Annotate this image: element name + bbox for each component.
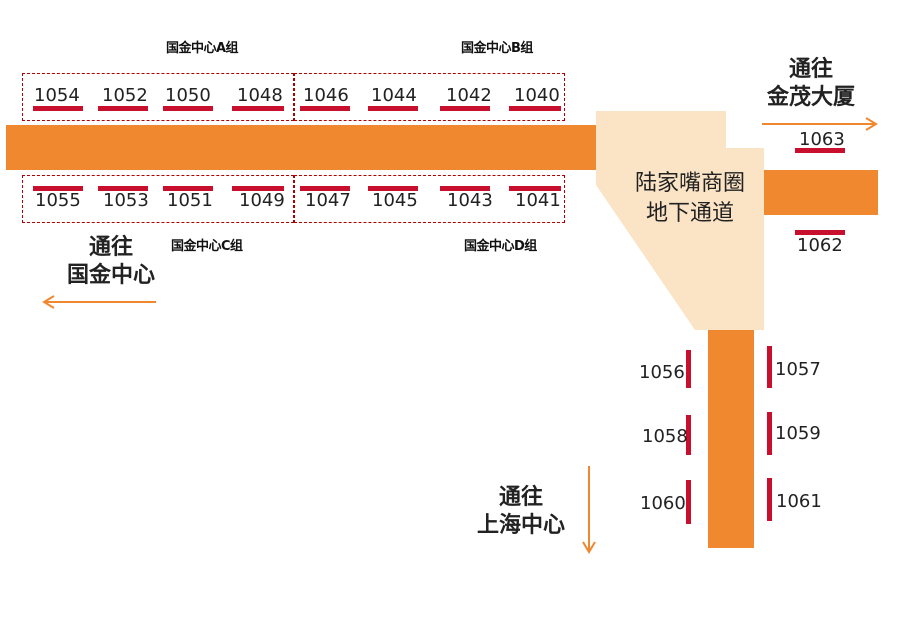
exit-marker [98, 186, 148, 191]
group-a-label: 国金中心A组 [166, 41, 239, 56]
exit-label-south-right: 1057 [775, 359, 821, 380]
exit-label-bottom: 1041 [515, 190, 561, 211]
exit-marker [163, 186, 213, 191]
exit-label-top: 1044 [371, 85, 417, 106]
exit-marker [686, 480, 691, 524]
exit-label-south-left: 1060 [640, 493, 686, 514]
direction-south-line2: 上海中心 [476, 513, 565, 538]
exit-label-bottom: 1055 [35, 190, 81, 211]
hall-label: 陆家嘴商圈 地下通道 [597, 169, 783, 229]
hall-label-line2: 地下通道 [645, 201, 734, 226]
direction-south-line1: 通往 [498, 485, 543, 510]
arrow-east-icon [762, 117, 878, 131]
exit-marker [767, 478, 772, 521]
exit-marker [767, 346, 772, 388]
exit-marker [686, 415, 691, 455]
exit-marker [795, 230, 845, 235]
exit-label-top: 1040 [514, 85, 560, 106]
group-a-box [22, 73, 294, 121]
exit-label-bottom: 1051 [167, 190, 213, 211]
exit-label-east-lower: 1062 [797, 235, 843, 256]
exit-marker [300, 106, 350, 111]
exit-label-bottom: 1049 [239, 190, 285, 211]
hall-label-line1: 陆家嘴商圈 [634, 171, 745, 196]
direction-west-line1: 通往 [88, 235, 133, 260]
exit-label-south-left: 1058 [642, 426, 688, 447]
exit-marker [686, 350, 691, 388]
exit-marker [232, 106, 284, 111]
exit-label-south-left: 1056 [639, 362, 685, 383]
exit-label-top: 1048 [237, 85, 283, 106]
exit-label-bottom: 1045 [372, 190, 418, 211]
exit-label-top: 1042 [446, 85, 492, 106]
exit-label-top: 1054 [34, 85, 80, 106]
exit-label-south-right: 1059 [775, 423, 821, 444]
exit-label-top: 1050 [165, 85, 211, 106]
exit-marker [795, 148, 845, 153]
group-b-box [294, 73, 565, 121]
exit-label-bottom: 1043 [447, 190, 493, 211]
arrow-west-icon [42, 295, 156, 309]
south-corridor [708, 330, 754, 548]
arrow-south-icon [582, 466, 596, 554]
exit-label-bottom: 1053 [103, 190, 149, 211]
exit-label-east-upper: 1063 [799, 129, 845, 150]
exit-marker [33, 186, 83, 191]
group-d-box [294, 175, 565, 223]
east-corridor [755, 170, 878, 215]
exit-marker [163, 106, 213, 111]
direction-east-line2: 金茂大厦 [766, 85, 855, 110]
direction-east-label: 通往 金茂大厦 [752, 56, 870, 112]
group-b-label: 国金中心B组 [461, 41, 533, 56]
direction-south-label: 通往 上海中心 [462, 484, 580, 540]
exit-marker [98, 106, 148, 111]
exit-marker [767, 412, 772, 455]
west-corridor [6, 125, 606, 170]
exit-marker [440, 106, 490, 111]
exit-marker [232, 186, 284, 191]
direction-west-line2: 国金中心 [66, 263, 155, 288]
direction-west-label: 通往 国金中心 [52, 234, 170, 290]
exit-label-bottom: 1047 [305, 190, 351, 211]
direction-east-line1: 通往 [788, 57, 833, 82]
exit-marker [509, 106, 561, 111]
exit-marker [300, 186, 350, 191]
exit-marker [509, 186, 561, 191]
group-c-box [22, 175, 294, 223]
exit-marker [33, 106, 83, 111]
exit-label-top: 1046 [303, 85, 349, 106]
group-c-label: 国金中心C组 [171, 239, 243, 254]
exit-label-top: 1052 [102, 85, 148, 106]
exit-label-south-right: 1061 [776, 491, 822, 512]
exit-marker [440, 186, 490, 191]
exit-marker [368, 106, 418, 111]
group-d-label: 国金中心D组 [464, 239, 537, 254]
exit-marker [368, 186, 418, 191]
